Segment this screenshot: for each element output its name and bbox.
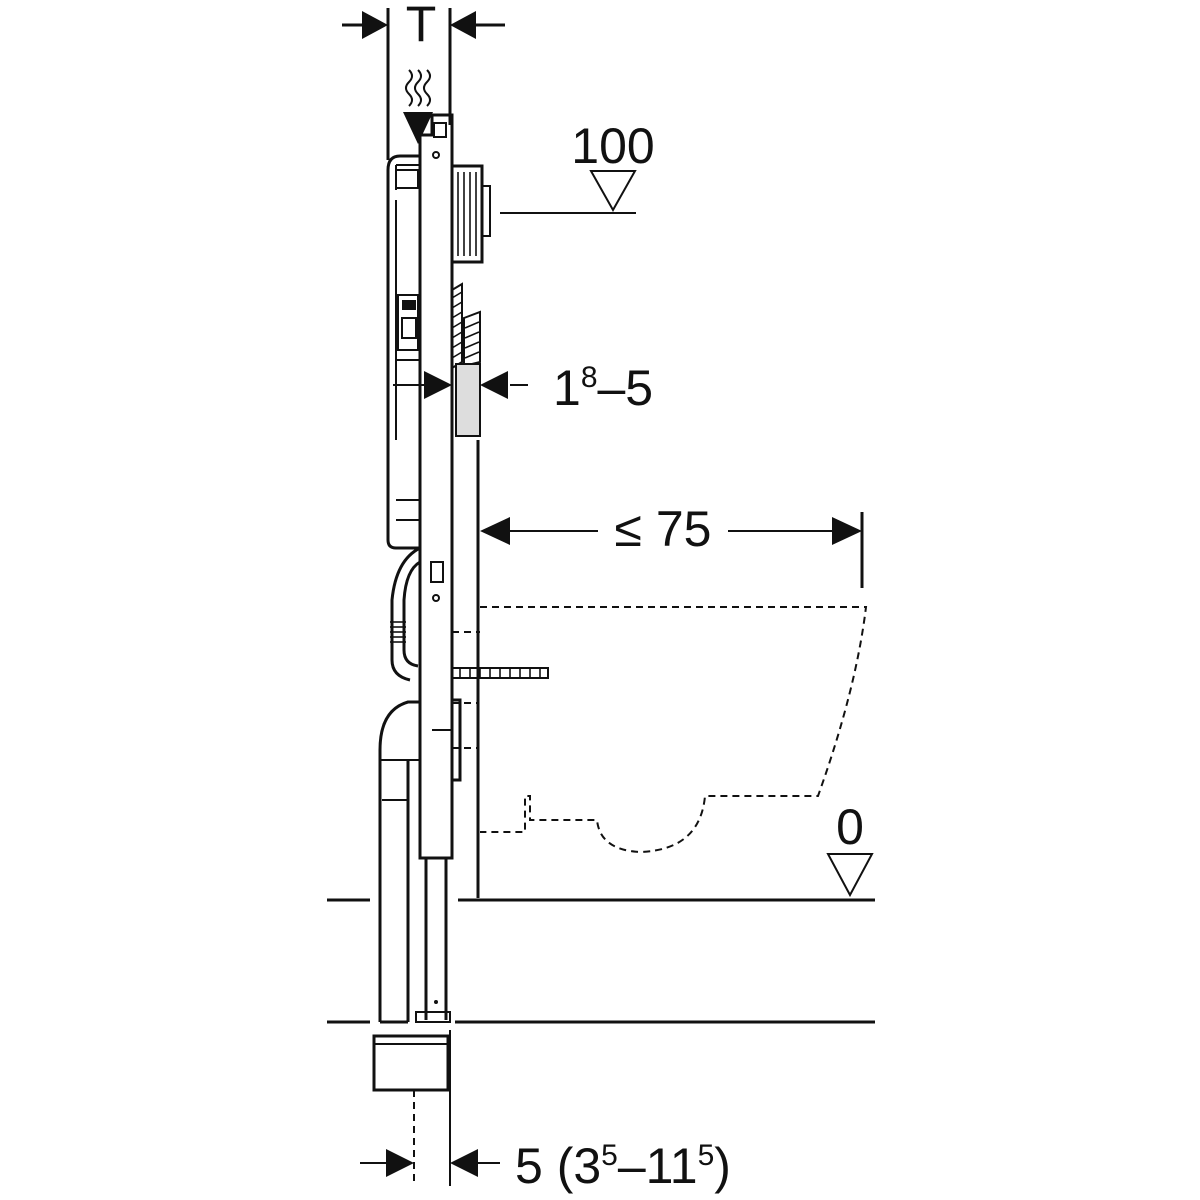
flush-actuator [450,164,636,264]
level-0-label: 0 [836,799,864,855]
level-marker-100: 100 [571,118,655,213]
centerlines [413,1030,451,1186]
wc-bowl-outline [452,606,868,854]
arrow-left-icon [450,1149,478,1177]
mounting-rod [451,667,549,679]
arrow-left-icon [480,517,510,545]
dimension-bottom-label: 5 (35–115) [515,1138,731,1194]
wall-lining [451,282,481,898]
dimension-projection-label: ≤ 75 [615,501,712,557]
dimension-projection: ≤ 75 [480,501,864,588]
dimension-bottom: 5 (35–115) [360,1138,731,1194]
level-100-label: 100 [571,118,654,174]
discharge-connector [432,698,462,782]
arrow-right-icon [386,1149,414,1177]
dimension-wall-thickness-label: 18–5 [553,360,653,416]
arrow-down-icon [403,112,433,144]
level-marker-0: 0 [826,799,874,898]
arrow-left-icon [450,11,476,39]
arrow-right-icon [424,371,452,399]
arrow-right-icon [362,11,388,39]
cistern [386,154,421,682]
dimension-t-label: T [406,0,437,52]
arrow-right-icon [832,517,862,545]
dimension-t: T [342,0,505,160]
dimension-wall-thickness: 18–5 [393,360,653,416]
ventilation-icon [403,69,433,144]
arrow-left-icon [480,371,508,399]
floor-levels [327,898,875,1024]
drain-pipe [372,700,450,1092]
frame-upright [415,113,454,1023]
